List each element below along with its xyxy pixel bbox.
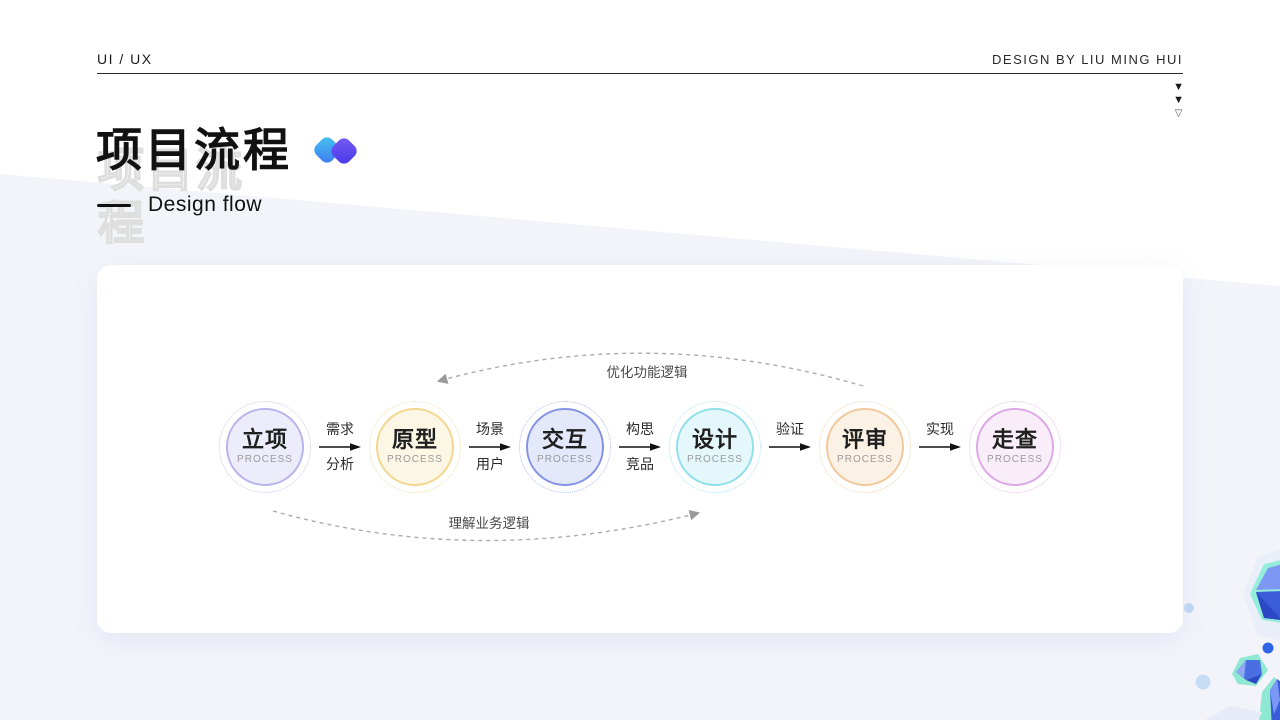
node-sublabel: PROCESS bbox=[687, 454, 743, 465]
loop-label-bottom: 理解业务逻辑 bbox=[444, 512, 534, 532]
flow-node-1: 立项 PROCESS bbox=[219, 401, 311, 493]
node-label: 原型 bbox=[391, 427, 438, 452]
right-arrow-icon bbox=[919, 443, 961, 451]
flow-row: 立项 PROCESS 需求 分析 原型 PROCESS 场景 bbox=[219, 401, 1061, 493]
flow-node-2: 原型 PROCESS bbox=[369, 401, 461, 493]
title-ghost: 项目流程 bbox=[97, 143, 245, 249]
subtitle: Design flow bbox=[97, 193, 262, 217]
flow-connector-2: 场景 用户 bbox=[461, 419, 519, 475]
flow-node-3: 交互 PROCESS bbox=[519, 401, 611, 493]
flow-connector-5: 实现 bbox=[911, 419, 969, 475]
subtitle-text: Design flow bbox=[148, 193, 263, 216]
loop-arrows bbox=[272, 352, 864, 542]
node-circle: 评审 PROCESS bbox=[826, 408, 904, 486]
connector-bottom-label: 竞品 bbox=[626, 456, 654, 472]
node-sublabel: PROCESS bbox=[237, 454, 293, 465]
flow-node-4: 设计 PROCESS bbox=[669, 401, 761, 493]
connector-top-label: 实现 bbox=[926, 421, 954, 437]
right-arrow-icon bbox=[619, 443, 661, 451]
connector-top-label: 构思 bbox=[626, 421, 654, 437]
node-sublabel: PROCESS bbox=[987, 454, 1043, 465]
flow-card: 优化功能逻辑 理解业务逻辑 立项 PROCESS 需求 分析 原型 PROCES bbox=[97, 265, 1183, 633]
flow-connector-1: 需求 分析 bbox=[311, 419, 369, 475]
page-title: 项目流程 bbox=[96, 124, 292, 176]
node-label: 走查 bbox=[991, 427, 1038, 452]
right-arrow-icon bbox=[319, 443, 361, 451]
triangle-down-outline-icon: ▽ bbox=[1174, 108, 1183, 119]
node-label: 交互 bbox=[541, 427, 588, 452]
node-sublabel: PROCESS bbox=[837, 454, 893, 465]
header-left-label: UI / UX bbox=[97, 51, 153, 67]
header-divider bbox=[97, 73, 1183, 74]
flow-connector-3: 构思 竞品 bbox=[611, 419, 669, 475]
loop-arrow-bottom bbox=[272, 510, 701, 542]
loop-arrow-top bbox=[436, 352, 864, 387]
connector-top-label: 需求 bbox=[326, 421, 354, 437]
node-circle: 走查 PROCESS bbox=[976, 408, 1054, 486]
triangle-down-icon: ▼ bbox=[1173, 81, 1184, 93]
node-circle: 交互 PROCESS bbox=[526, 408, 604, 486]
title-box: 项目流程 项目流程 bbox=[96, 124, 292, 250]
right-arrow-icon bbox=[469, 443, 511, 451]
connector-top-label: 场景 bbox=[476, 421, 504, 437]
node-label: 设计 bbox=[691, 427, 738, 452]
node-label: 立项 bbox=[241, 427, 288, 452]
flow-node-6: 走查 PROCESS bbox=[969, 401, 1061, 493]
node-sublabel: PROCESS bbox=[387, 454, 443, 465]
title-block: 项目流程 项目流程 bbox=[96, 124, 362, 250]
connector-bottom-label: 用户 bbox=[476, 456, 504, 472]
node-circle: 设计 PROCESS bbox=[676, 408, 754, 486]
node-label: 评审 bbox=[841, 427, 888, 452]
node-sublabel: PROCESS bbox=[537, 454, 593, 465]
flow-connector-4: 验证 bbox=[761, 419, 819, 475]
subtitle-dash bbox=[97, 203, 131, 207]
node-circle: 原型 PROCESS bbox=[376, 408, 454, 486]
node-circle: 立项 PROCESS bbox=[226, 408, 304, 486]
triangle-decor: ▼ ▼ ▽ bbox=[1173, 81, 1184, 120]
flow-node-5: 评审 PROCESS bbox=[819, 401, 911, 493]
connector-top-label: 验证 bbox=[776, 421, 804, 437]
right-arrow-icon bbox=[769, 443, 811, 451]
header-credit: DESIGN BY LIU MING HUI bbox=[992, 52, 1183, 67]
loop-label-top: 优化功能逻辑 bbox=[602, 361, 692, 381]
overlapping-diamonds-icon bbox=[311, 133, 362, 169]
triangle-down-icon: ▼ bbox=[1173, 94, 1184, 106]
connector-bottom-label: 分析 bbox=[326, 456, 354, 472]
